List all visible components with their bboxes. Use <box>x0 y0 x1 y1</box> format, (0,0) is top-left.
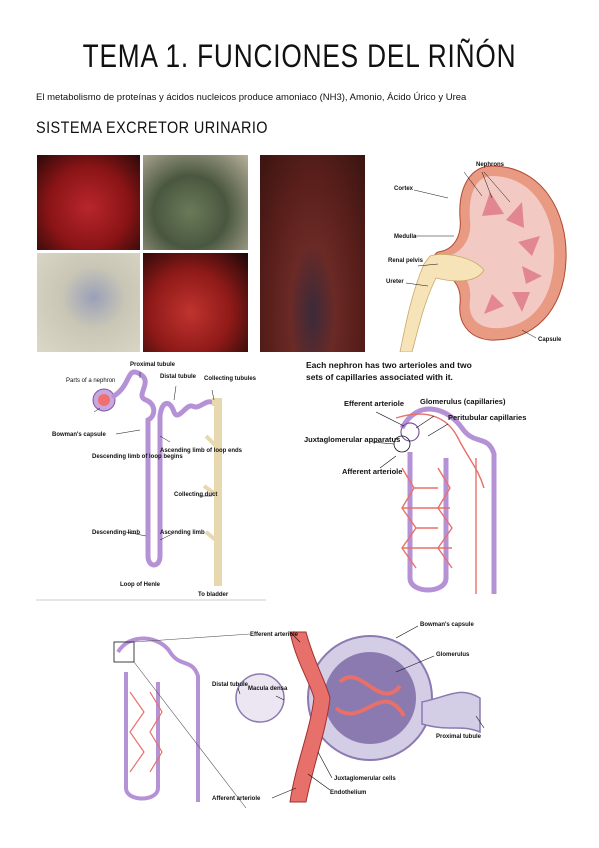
label-juxtaglomerular-apparatus: Juxtaglomerular apparatus <box>304 435 400 444</box>
section-heading: SISTEMA EXCRETOR URINARIO <box>36 118 268 137</box>
label-distal-tubule: Distal tubule <box>160 374 197 380</box>
kidney-photo-4 <box>143 253 248 352</box>
juxtaglomerular-diagram: Efferent arteriole Bowman's capsule Glom… <box>113 622 485 809</box>
label-jg-proximal: Proximal tubule <box>436 734 482 740</box>
label-descending-limb: Descending limb <box>92 530 140 536</box>
label-to-bladder: To bladder <box>198 592 229 598</box>
kidney-photo-3 <box>37 253 140 352</box>
label-parts-of-nephron: Parts of a nephron <box>66 378 115 384</box>
label-descending-begins: Descending limb of loop begins <box>92 454 183 460</box>
label-jg-afferent: Afferent arteriole <box>212 796 261 802</box>
label-capsule: Capsule <box>538 337 562 343</box>
dissection-photo <box>260 155 365 352</box>
label-bowmans-capsule: Bowman's capsule <box>52 432 106 438</box>
kidney-photo-1 <box>37 155 140 250</box>
page-title: TEMA 1. FUNCIONES DEL RIÑÓN <box>82 38 517 74</box>
label-loop-of-henle: Loop of Henle <box>120 582 161 588</box>
intro-text: El metabolismo de proteínas y ácidos nuc… <box>36 92 467 103</box>
label-jg-bowmans: Bowman's capsule <box>420 622 474 628</box>
label-jg-macula: Macula densa <box>248 686 288 692</box>
nephron-parts-diagram: Parts of a nephron Proximal tubule Dista… <box>36 362 266 601</box>
label-jg-endothelium: Endothelium <box>330 790 366 796</box>
label-jg-glomerulus: Glomerulus <box>436 652 470 658</box>
label-collecting-duct: Collecting duct <box>174 492 217 498</box>
arterioles-diagram: Each nephron has two arterioles and two … <box>304 360 526 594</box>
label-renal-pelvis: Renal pelvis <box>388 258 424 264</box>
label-jg-distal: Distal tubule <box>212 682 249 688</box>
label-cortex: Cortex <box>394 186 414 192</box>
label-glomerulus: Glomerulus (capillaries) <box>420 397 506 406</box>
kidney-cross-section: Nephrons Cortex Medulla Renal pelvis Ure… <box>386 162 567 352</box>
label-peritubular: Peritubular capillaries <box>448 413 526 422</box>
label-efferent-arteriole: Efferent arteriole <box>344 399 404 408</box>
label-ureter: Ureter <box>386 279 404 285</box>
label-proximal-tubule: Proximal tubule <box>130 362 176 368</box>
label-medulla: Medulla <box>394 234 417 240</box>
label-jg-efferent: Efferent arteriole <box>250 632 299 638</box>
label-jg-cells: Juxtaglomerular cells <box>334 776 396 782</box>
label-nephrons: Nephrons <box>476 162 505 168</box>
label-ascending-ends: Ascending limb of loop ends <box>160 448 243 454</box>
label-ascending-limb: Ascending limb <box>160 530 205 536</box>
arterioles-heading-2: sets of capillaries associated with it. <box>306 372 453 382</box>
label-collecting-tubules: Collecting tubules <box>204 376 257 382</box>
arterioles-heading-1: Each nephron has two arterioles and two <box>306 360 472 370</box>
kidney-photo-2 <box>143 155 248 250</box>
label-afferent-arteriole: Afferent arteriole <box>342 467 402 476</box>
